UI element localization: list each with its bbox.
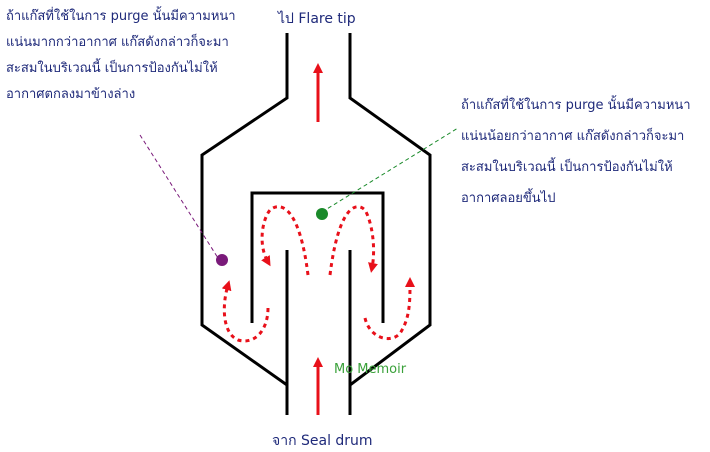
light-gas-note-line: สะสมในบริเวณนี้ เป็นการป้องกันไม่ให้ bbox=[461, 160, 673, 175]
light-gas-note-line: ถ้าแก๊สที่ใช้ในการ purge นั้นมีความหนา bbox=[461, 98, 691, 113]
dotted-flow-paths bbox=[221, 205, 415, 343]
inlet-label: จาก Seal drum bbox=[272, 433, 373, 449]
heavy-gas-note-line: สะสมในบริเวณนี้ เป็นการป้องกันไม่ให้ bbox=[6, 61, 218, 76]
inlet-pipe-walls bbox=[285, 250, 352, 415]
heavy-gas-note-line: อากาศตกลงมาข้างล่าง bbox=[6, 87, 136, 102]
inner-cap bbox=[250, 191, 385, 323]
heavy-gas-note-line: ถ้าแก๊สที่ใช้ในการ purge นั้นมีความหนา bbox=[6, 9, 236, 24]
light-gas-leader bbox=[321, 127, 459, 213]
heavy-gas-note: ถ้าแก๊สที่ใช้ในการ purge นั้นมีความหนา แ… bbox=[6, 4, 236, 108]
light-gas-marker bbox=[316, 208, 328, 220]
heavy-gas-marker bbox=[216, 254, 228, 266]
outlet-label: ไป Flare tip bbox=[278, 11, 356, 27]
heavy-gas-note-line: แน่นมากกว่าอากาศ แก๊สดังกล่าวก็จะมา bbox=[6, 35, 229, 50]
light-gas-note-line: อากาศลอยขึ้นไป bbox=[461, 191, 556, 206]
watermark: Mo Memoir bbox=[334, 362, 407, 377]
outer-vessel bbox=[200, 33, 432, 415]
light-gas-note: ถ้าแก๊สที่ใช้ในการ purge นั้นมีความหนา แ… bbox=[461, 90, 691, 214]
light-gas-note-line: แน่นน้อยกว่าอากาศ แก๊สดังกล่าวก็จะมา bbox=[461, 129, 685, 144]
heavy-gas-leader bbox=[139, 134, 219, 259]
